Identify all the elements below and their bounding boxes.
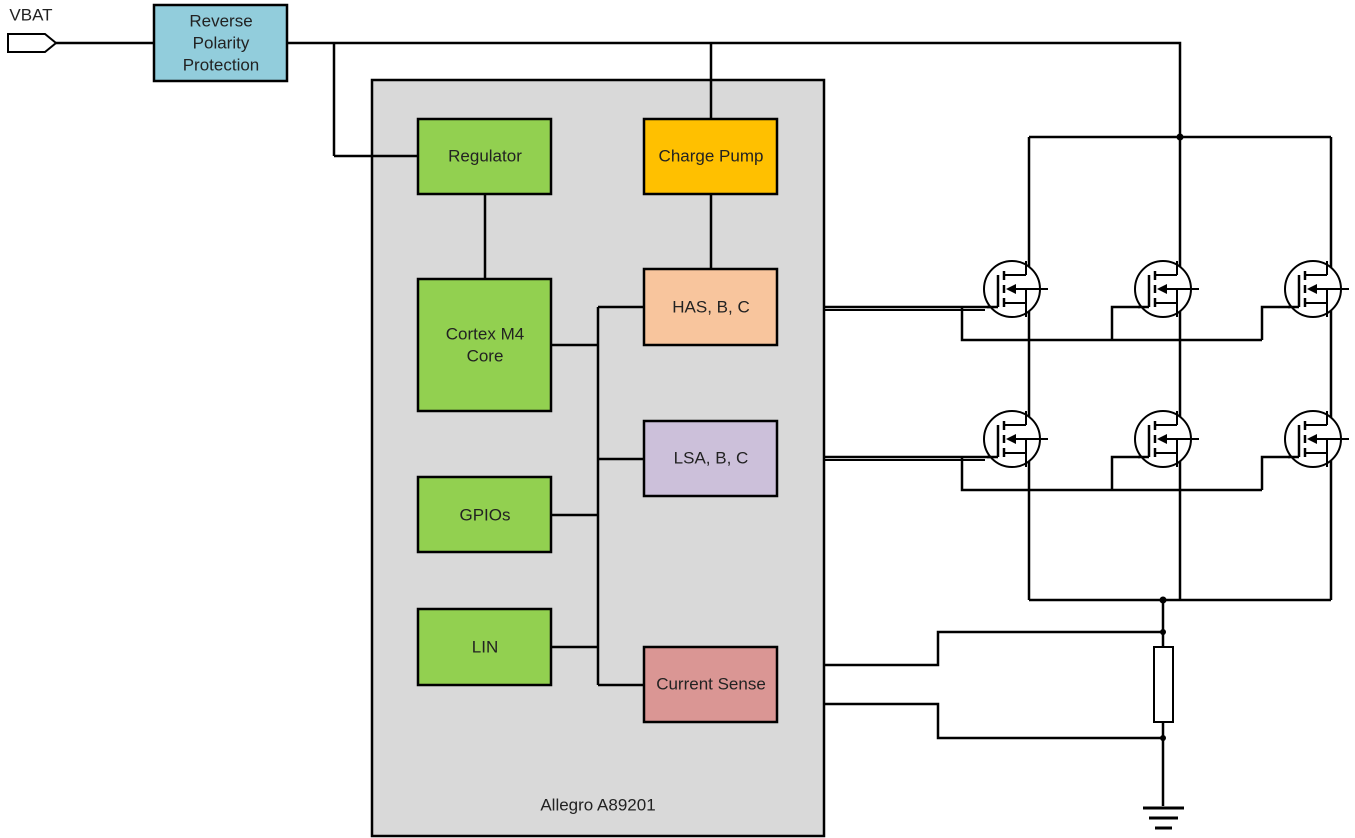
svg-text:LIN: LIN — [472, 637, 498, 656]
regulator-block: Regulator — [416, 117, 553, 196]
ground-icon — [1143, 806, 1184, 830]
mosfet-high-a — [982, 259, 1050, 319]
current-sense-block: Current Sense — [642, 645, 779, 724]
shunt-resistor — [1153, 646, 1174, 723]
mosfet-low-b — [1133, 409, 1201, 469]
low-side-driver-block: LSA, B, C — [642, 419, 779, 498]
chip-label: Allegro A89201 — [540, 795, 655, 814]
svg-text:LSA, B, C: LSA, B, C — [674, 448, 749, 467]
svg-text:Cortex M4: Cortex M4 — [446, 324, 524, 343]
svg-text:Reverse: Reverse — [189, 11, 252, 30]
svg-text:Current Sense: Current Sense — [656, 674, 766, 693]
svg-text:GPIOs: GPIOs — [459, 505, 510, 524]
mosfet-high-b — [1133, 259, 1201, 319]
high-side-driver-block: HAS, B, C — [642, 267, 779, 347]
vbat-label: VBAT — [9, 5, 52, 24]
reverse-polarity-protection: Reverse Polarity Protection — [152, 3, 289, 83]
mosfet-low-a — [982, 409, 1050, 469]
mosfet-high-c — [1283, 259, 1351, 319]
svg-text:Core: Core — [467, 346, 504, 365]
vbat-connector — [7, 33, 58, 53]
lin-block: LIN — [416, 607, 553, 687]
mosfet-low-c — [1283, 409, 1351, 469]
charge-pump-block: Charge Pump — [642, 117, 779, 196]
svg-text:HAS, B, C: HAS, B, C — [672, 297, 749, 316]
svg-text:Polarity: Polarity — [193, 33, 250, 52]
gpios-block: GPIOs — [416, 475, 553, 554]
cortex-m4-core-block: Cortex M4 Core — [416, 277, 553, 413]
svg-text:Protection: Protection — [183, 55, 260, 74]
svg-text:Charge Pump: Charge Pump — [659, 146, 764, 165]
chip-internal-wiring — [372, 81, 713, 687]
svg-text:Regulator: Regulator — [448, 146, 522, 165]
